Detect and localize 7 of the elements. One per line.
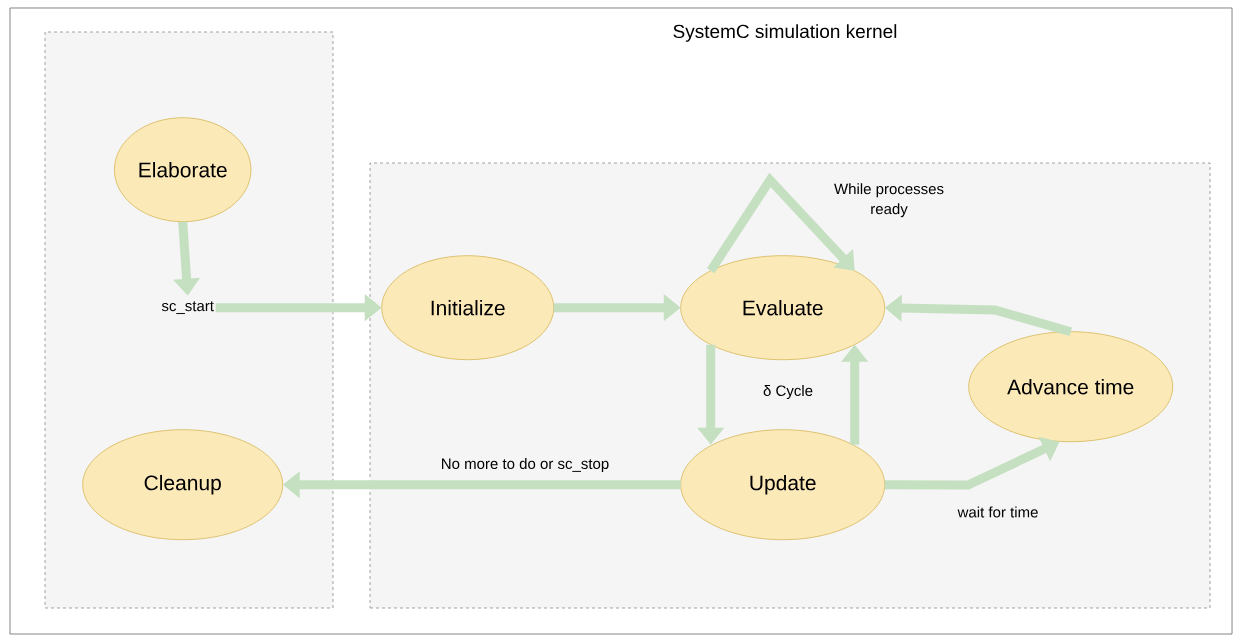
step-label: sc_start (161, 301, 214, 315)
title: SystemC simulation kernel (673, 24, 897, 42)
edge-label: wait for time (957, 506, 1038, 518)
block-arrow (706, 172, 855, 274)
cycle-label: δ Cycle (763, 385, 813, 399)
edge-label: While processes ready (834, 183, 944, 218)
edge-label: No more to do or sc_stop (442, 458, 609, 472)
